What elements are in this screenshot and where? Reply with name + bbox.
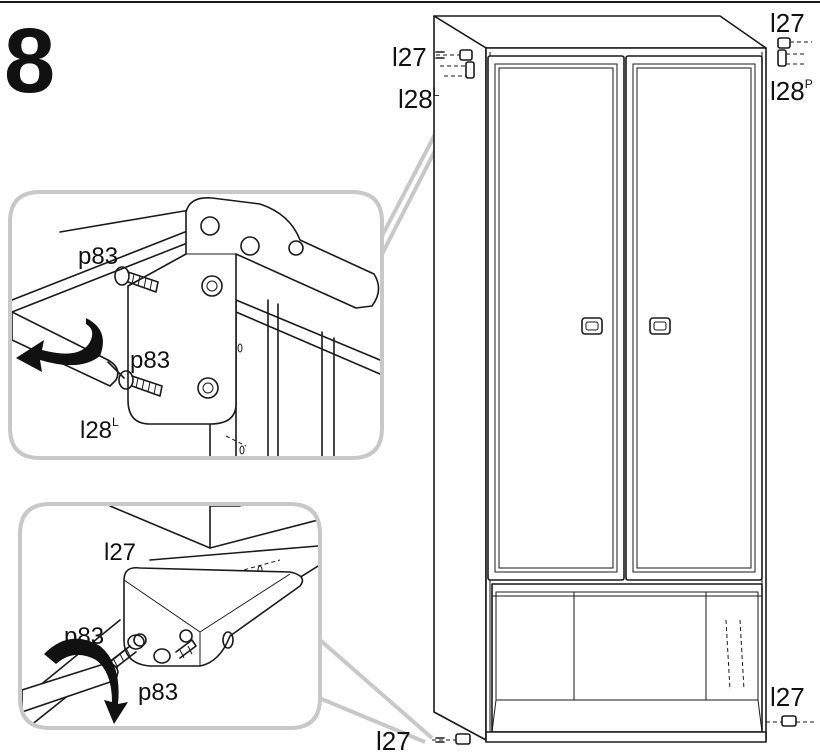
detail1-screw-bottom-icon: [118, 370, 163, 397]
bracket-bottom-right-icon: [766, 715, 814, 727]
right-door: [625, 55, 763, 581]
wardrobe-plinth: [485, 731, 767, 743]
detail2-label-l27: l27: [104, 539, 136, 566]
wardrobe-top-panel: [433, 15, 767, 49]
screwdriver-icon: [12, 311, 125, 387]
open-shelf-compartment: [491, 583, 763, 733]
detail1-screw-top-icon: [114, 266, 159, 293]
left-door-handle-icon: [581, 317, 603, 335]
detail-callout-top: p83 p83 l28L: [8, 190, 384, 460]
bracket-top-left-icon: [435, 49, 475, 79]
wardrobe-side-panel: [433, 15, 487, 741]
detail-callout-bottom: l27 p83 p83: [18, 502, 322, 730]
rotation-arrow-icon-2: [44, 638, 128, 724]
detail2-bracket: [123, 566, 304, 667]
step-number: 8: [4, 10, 55, 112]
detail2-label-p83-left: p83: [64, 623, 104, 650]
detail1-label-p83-top: p83: [78, 243, 118, 270]
detail1-label-l28: l28L: [80, 415, 119, 444]
label-top-left-l28: l28L: [398, 84, 440, 114]
detail1-label-p83-bottom: p83: [130, 347, 170, 374]
label-top-right-l27: l27: [770, 8, 805, 38]
wardrobe: [433, 15, 767, 743]
label-bottom-left-l27: l27: [376, 726, 411, 754]
label-bottom-right-l27: l27: [770, 682, 805, 712]
rotation-arrow-icon: [16, 318, 103, 372]
left-door: [487, 55, 625, 581]
bracket-top-right-icon: [777, 37, 812, 67]
label-top-right-l28: l28P: [770, 76, 813, 106]
detail2-screw-right-icon: [153, 639, 197, 664]
bracket-bottom-left-icon: [432, 733, 471, 745]
label-top-left-l27: l27: [392, 42, 427, 72]
detail2-label-p83-right: p83: [138, 679, 178, 706]
right-door-handle-icon: [649, 317, 671, 335]
